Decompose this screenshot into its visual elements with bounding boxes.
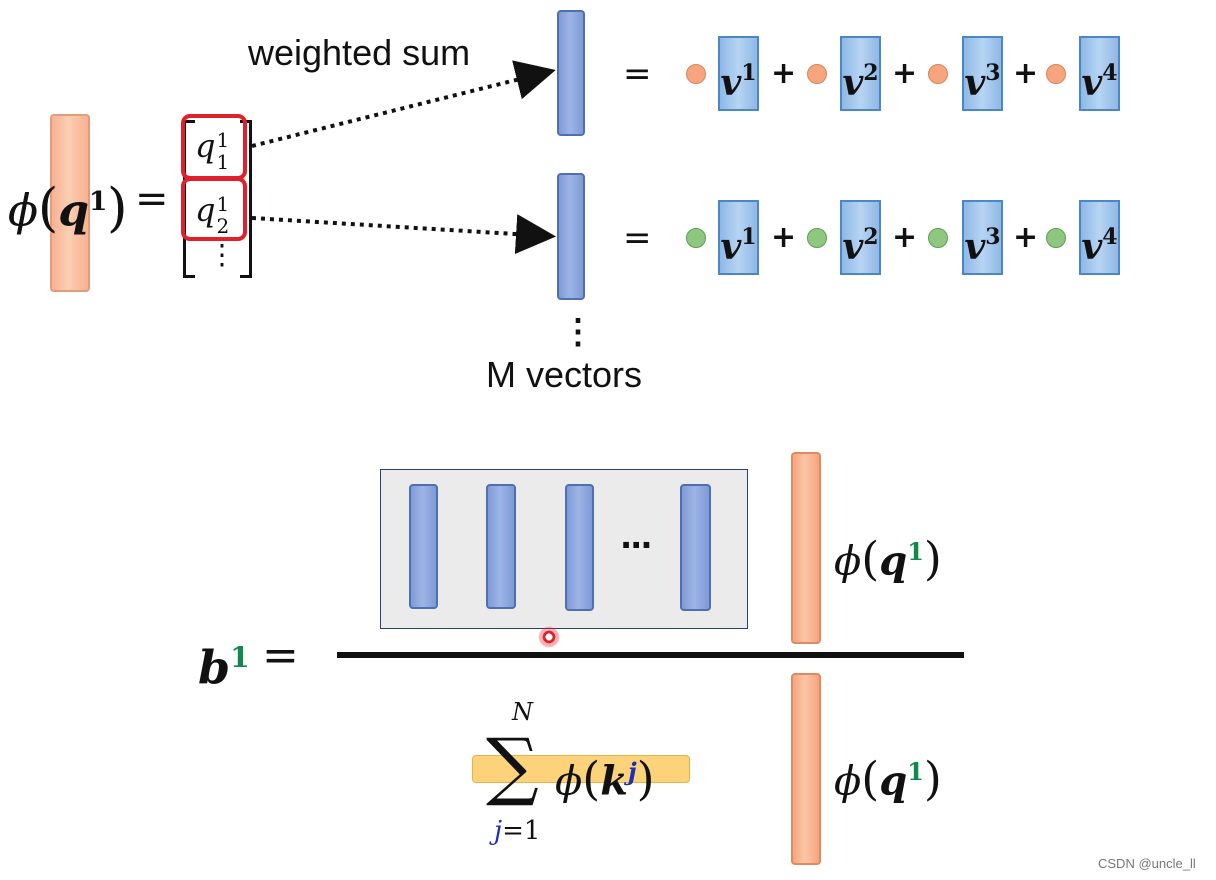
- row2-weight-dot-3: [928, 228, 948, 248]
- row1-result-bar: [557, 10, 585, 136]
- row1-weight-dot-1: [686, 64, 706, 84]
- weighted-sum-label: weighted sum: [248, 32, 471, 73]
- phi-symbol: ϕ: [8, 185, 38, 237]
- matrix-column-2: [486, 484, 516, 609]
- row2-weight-dot-1: [686, 228, 706, 248]
- sum-highlight-bar: [472, 755, 690, 783]
- watermark: CSDN @uncle_ll: [1098, 856, 1196, 871]
- row2-plus-3: +: [1013, 220, 1039, 255]
- row1-weight-dot-4: [1046, 64, 1066, 84]
- row2-v3-box: v3: [962, 200, 1003, 275]
- row1-equals: =: [623, 54, 652, 94]
- sum-phi-k: ϕ(kj): [555, 751, 655, 806]
- rows-vdots: ⋮: [561, 312, 595, 352]
- row2-v2-box: v2: [840, 200, 881, 275]
- row1-v2-box: v2: [840, 36, 881, 111]
- row1-v4-box: v4: [1079, 36, 1120, 111]
- denominator-phi-q1: ϕ(q1): [834, 751, 942, 806]
- row1-v1-box: v1: [718, 36, 759, 111]
- row1-plus-3: +: [1013, 56, 1039, 91]
- row1-plus-2: +: [892, 56, 918, 91]
- fraction-line: [337, 652, 964, 658]
- arrow-to-row2: [251, 214, 556, 255]
- phi-q1-bar: [50, 114, 90, 292]
- arrows-svg: [251, 60, 556, 255]
- sum-sigma: ∑: [486, 723, 539, 809]
- row1-v3-box: v3: [962, 36, 1003, 111]
- row1-weight-dot-3: [928, 64, 948, 84]
- row2-v4-box: v4: [1079, 200, 1120, 275]
- matrix-ellipsis: ···: [620, 526, 653, 564]
- arrow-to-row1: [251, 60, 556, 148]
- row2-plus-1: +: [771, 220, 797, 255]
- q21-highlight-box: [181, 177, 247, 241]
- row1-plus-1: +: [771, 56, 797, 91]
- m-vectors-label: M vectors: [486, 354, 643, 395]
- vector-vdots: ⋮: [208, 238, 236, 271]
- q-sup: 1: [89, 187, 108, 217]
- row2-v1-box: v1: [718, 200, 759, 275]
- matrix-column-3: [565, 484, 594, 611]
- matrix-column-m: [680, 484, 711, 611]
- lhs-equals: =: [135, 176, 169, 222]
- row2-result-bar: [557, 173, 585, 300]
- numerator-phi-q1: ϕ(q1): [834, 531, 942, 586]
- b1-lhs: b1: [198, 640, 250, 695]
- matrix-column-1: [409, 484, 438, 609]
- sum-upper-limit: N: [512, 698, 533, 726]
- row1-weight-dot-2: [807, 64, 827, 84]
- b1-equals: =: [262, 630, 299, 681]
- denominator-phi-bar: [791, 673, 821, 865]
- row2-equals: =: [623, 218, 652, 258]
- numerator-phi-bar: [791, 452, 821, 644]
- row2-weight-dot-2: [807, 228, 827, 248]
- phi-q1-lhs-overlay: ϕ(q1): [8, 178, 128, 239]
- cursor-dot: [538, 626, 560, 648]
- sum-lower-limit: j=1: [494, 816, 541, 846]
- row2-plus-2: +: [892, 220, 918, 255]
- row2-weight-dot-4: [1046, 228, 1066, 248]
